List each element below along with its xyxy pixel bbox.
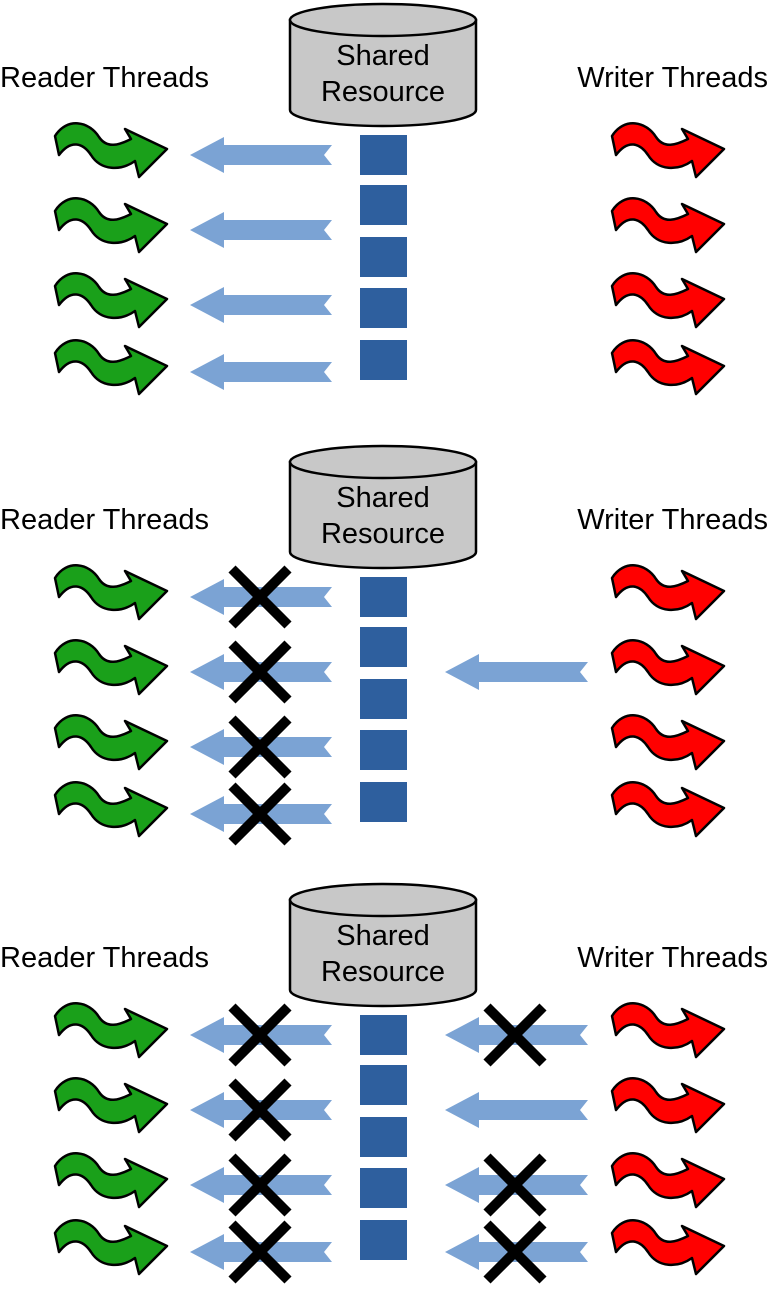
queue-block [360,1065,407,1105]
writer-thread-icon [610,639,726,696]
shared-resource-cylinder-icon [288,444,478,570]
reader-blocked-x-icon [228,1078,292,1142]
writer-thread-icon [610,122,726,179]
reader-access-arrow [190,137,332,173]
writer-blocked-x-icon [483,1153,547,1217]
queue-block [360,1117,407,1157]
scenario-graphics [53,882,726,1284]
writer-thread-icon [610,197,726,254]
shared-resource-line1: Shared [336,482,430,514]
reader-blocked-x-icon [228,782,292,846]
shared-resource-line2: Resource [320,518,446,550]
writer-thread-icon [610,1077,726,1134]
writer-thread-icon [610,714,726,771]
queue-block [360,1220,407,1260]
queue-block [360,730,407,770]
reader-threads-label: Reader Threads [0,62,210,94]
queue-block [360,1168,407,1208]
scenario-graphics [53,444,726,846]
reader-access-arrow [190,354,332,390]
writer-threads-label: Writer Threads [577,942,768,974]
queue-block [360,185,407,225]
writer-thread-icon [610,1002,726,1059]
writer-thread-icon [610,1152,726,1209]
reader-thread-icon [53,272,169,329]
writer-thread-icon [610,781,726,838]
reader-thread-icon [53,639,169,696]
reader-thread-icon [53,1077,169,1134]
reader-thread-icon [53,122,169,179]
queue-block [360,237,407,277]
reader-thread-icon [53,1219,169,1276]
queue-block [360,782,407,822]
reader-thread-icon [53,339,169,396]
writer-threads-label: Writer Threads [577,62,768,94]
queue-block [360,627,407,667]
shared-resource-cylinder-icon [288,2,478,128]
writer-thread-icon [610,564,726,621]
writer-access-arrow [445,654,588,690]
writer-blocked-x-icon [483,1003,547,1067]
reader-blocked-x-icon [228,565,292,629]
queue-block [360,135,407,175]
shared-resource-line2: Resource [320,956,446,988]
reader-threads-label: Reader Threads [0,942,210,974]
reader-thread-icon [53,714,169,771]
reader-blocked-x-icon [228,715,292,779]
writer-thread-icon [610,1219,726,1276]
queue-block [360,679,407,719]
writer-threads-label: Writer Threads [577,504,768,536]
reader-thread-icon [53,781,169,838]
queue-block [360,340,407,380]
reader-blocked-x-icon [228,1003,292,1067]
reader-access-arrow [190,212,332,248]
reader-thread-icon [53,197,169,254]
shared-resource-line1: Shared [336,920,430,952]
writer-thread-icon [610,339,726,396]
reader-blocked-x-icon [228,1153,292,1217]
reader-threads-label: Reader Threads [0,504,210,536]
shared-resource-line2: Resource [320,76,446,108]
shared-resource-line1: Shared [336,40,430,72]
shared-resource-cylinder-icon [288,882,478,1008]
writer-thread-icon [610,272,726,329]
reader-access-arrow [190,287,332,323]
queue-block [360,1015,407,1055]
reader-blocked-x-icon [228,1220,292,1284]
reader-thread-icon [53,1152,169,1209]
writer-access-arrow [445,1092,588,1128]
queue-block [360,288,407,328]
reader-blocked-x-icon [228,640,292,704]
reader-thread-icon [53,1002,169,1059]
reader-thread-icon [53,564,169,621]
writer-blocked-x-icon [483,1220,547,1284]
queue-block [360,577,407,617]
scenario-graphics [53,2,726,396]
